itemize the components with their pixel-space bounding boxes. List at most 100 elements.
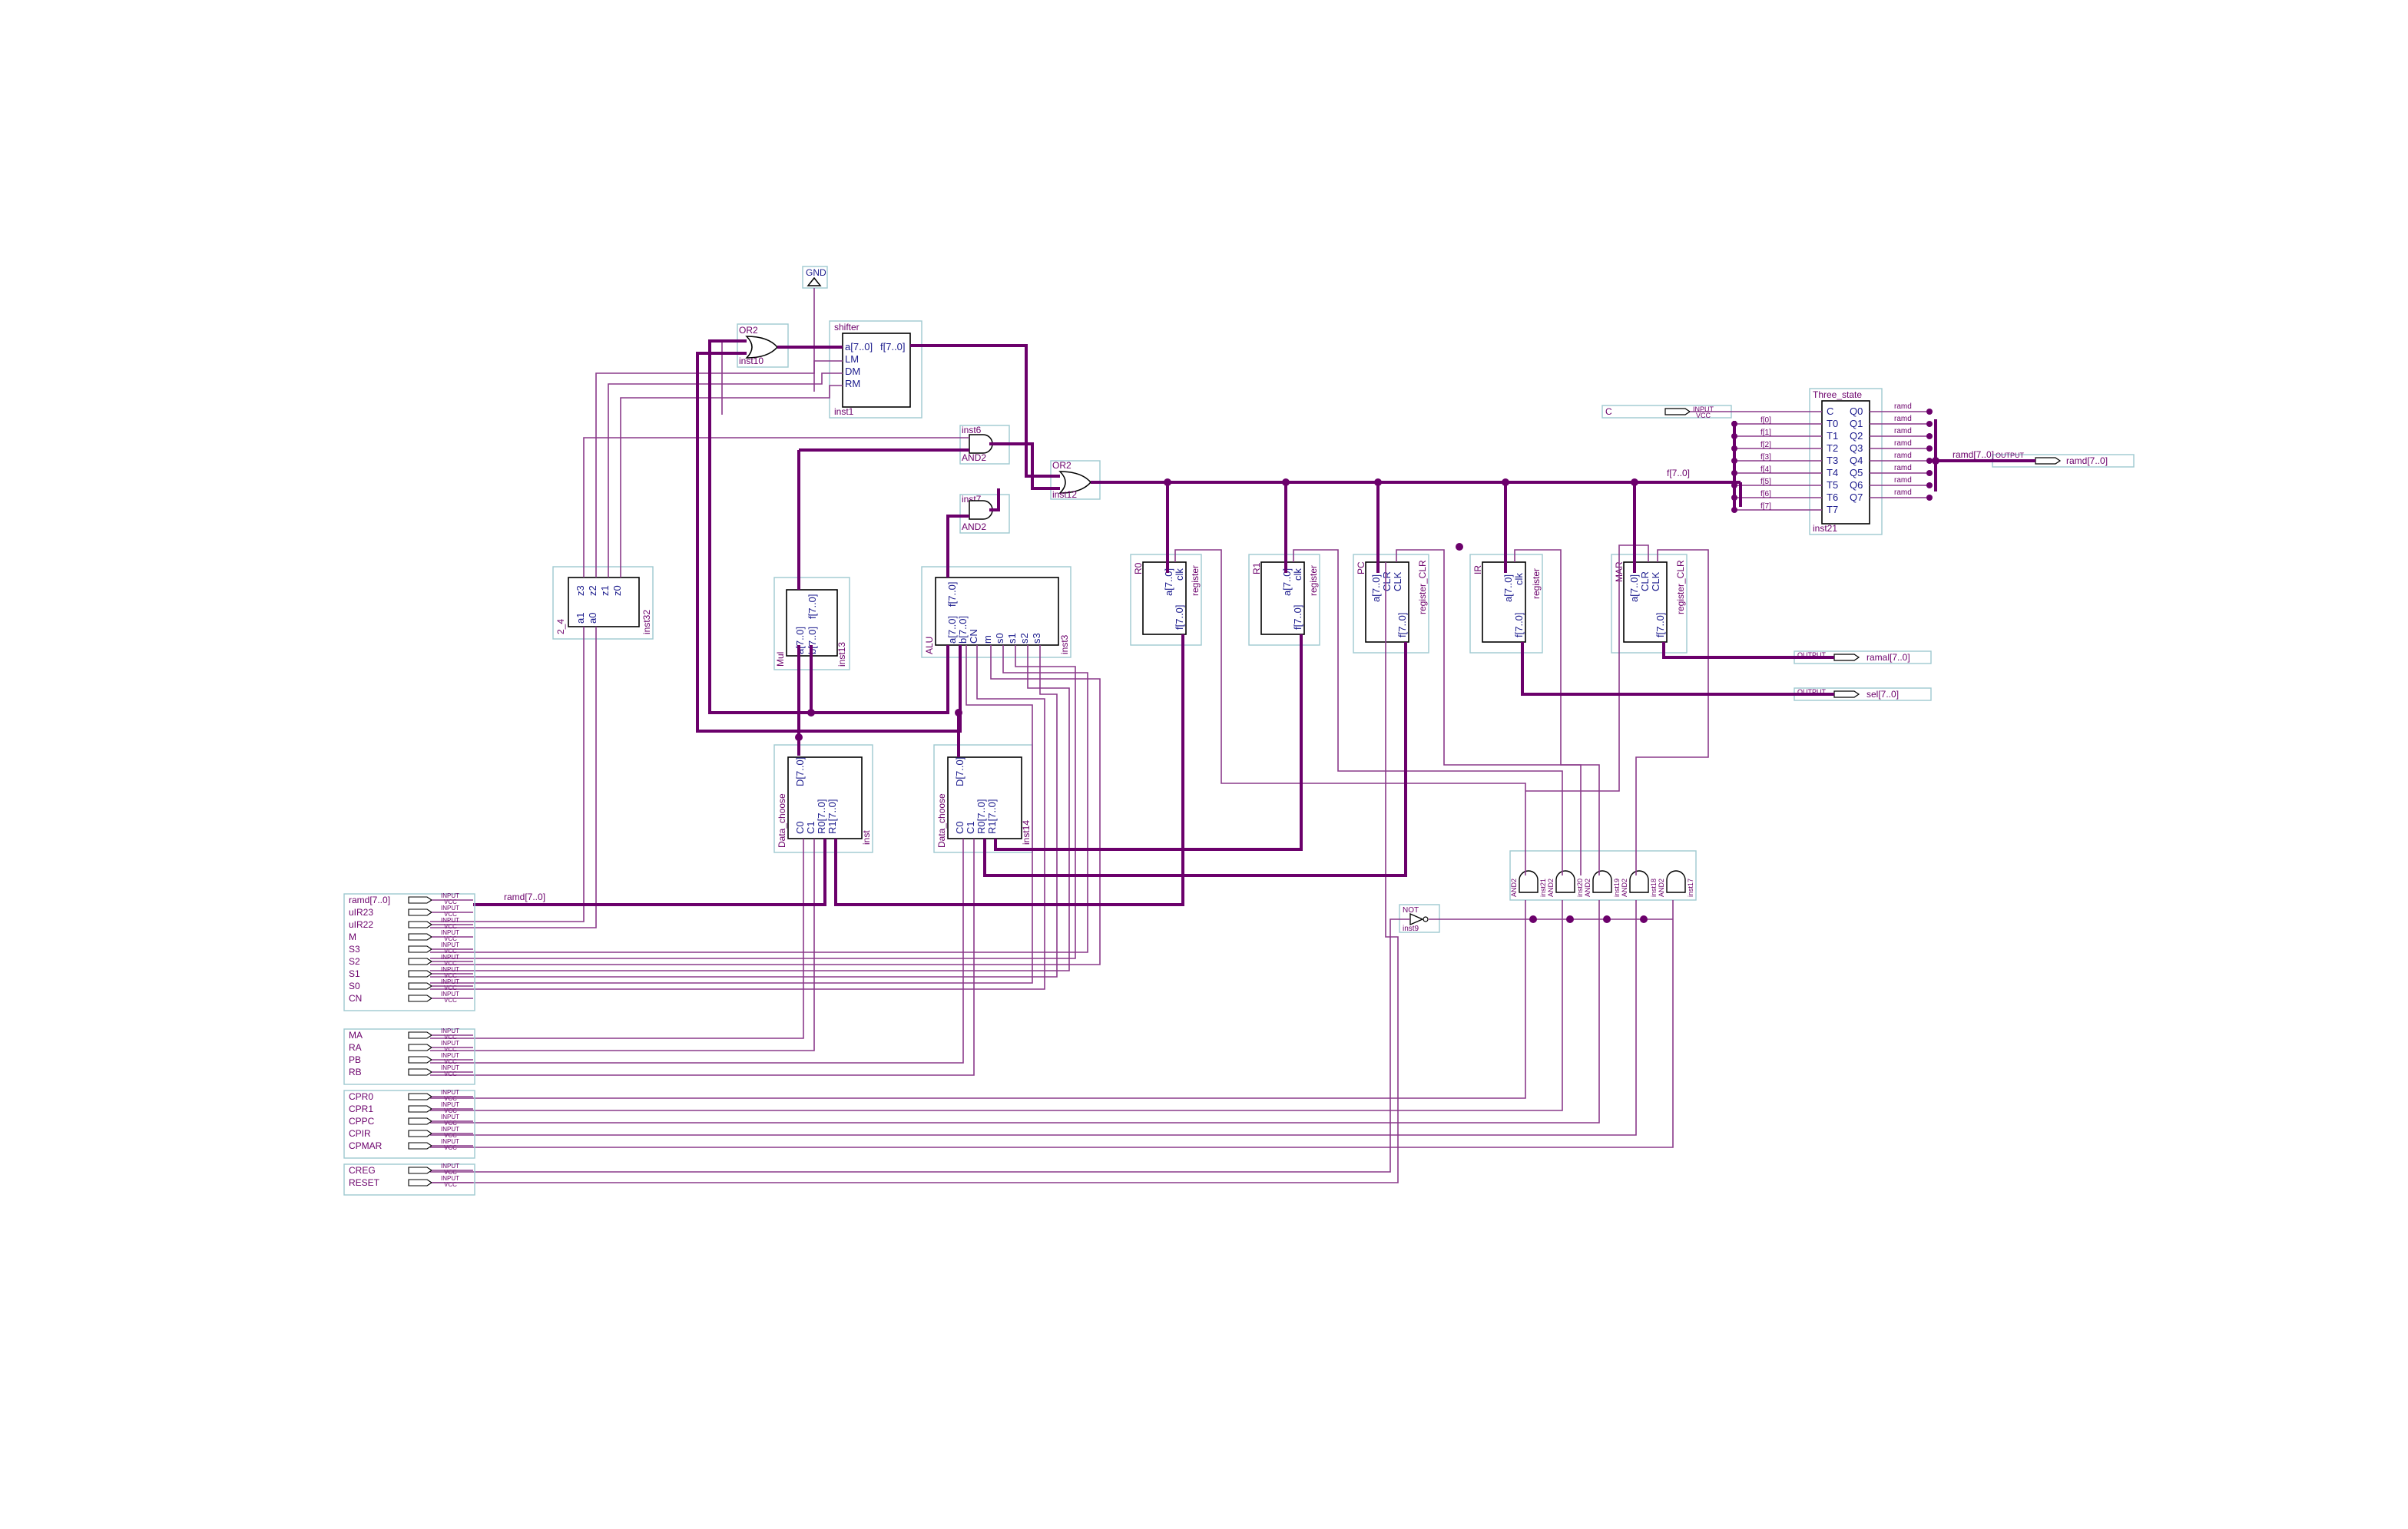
register-r0-type: register — [1190, 565, 1201, 596]
input-pin-vcc: VCC — [444, 1132, 457, 1139]
or-gate-2[interactable]: OR2 inst12 — [1050, 460, 1101, 500]
and-bank-gate-inst: inst17 — [1687, 879, 1694, 897]
register-r0[interactable]: R0 a[7..0] clk f[7..0] register — [1130, 554, 1202, 646]
three-state-t-label: f[6] — [1760, 490, 1771, 498]
c-input-pin[interactable]: C INPUT VCC — [1601, 405, 1822, 419]
register-ir-pin-clk: clk — [1513, 573, 1525, 585]
three-state-q-label: ramd — [1894, 452, 1912, 460]
or-gate-2-inst: inst12 — [1052, 489, 1077, 500]
register-pc[interactable]: PC a[7..0] CLR CLK f[7..0] register_CLR — [1353, 554, 1429, 654]
input-pin-tag: INPUT — [441, 991, 459, 998]
input-pin-tag: INPUT — [441, 1064, 459, 1071]
and-gate-2[interactable]: inst7 AND2 — [959, 494, 1010, 534]
input-pin-vcc: VCC — [444, 985, 457, 991]
input-pin-tag: INPUT — [441, 1126, 459, 1133]
decoder-inst: inst32 — [641, 610, 652, 634]
output-sel-name: sel[7..0] — [1866, 689, 1899, 700]
data-choose-2[interactable]: Data_choose C0 C1 R0[7..0] R1[7..0] D[7.… — [933, 744, 1033, 853]
decoder-pin-z0: z0 — [611, 585, 623, 596]
data-choose-2-name: Data_choose — [936, 793, 947, 848]
three-state-input-t1: T1 — [1827, 430, 1838, 442]
input-pin-name: CREG — [349, 1165, 376, 1176]
gnd-label: GND — [806, 267, 826, 278]
input-pin-name: CPR1 — [349, 1104, 373, 1114]
mul-name: Mul — [775, 652, 786, 667]
output-ramd[interactable]: OUTPUT ramd[7..0] ramd[7..0] — [1953, 449, 2135, 468]
three-state-input-t5: T5 — [1827, 479, 1838, 491]
alu-pin-s2: s2 — [1019, 633, 1030, 644]
not-gate[interactable]: NOT inst9 — [1399, 904, 1440, 933]
input-pin-tag: INPUT — [441, 978, 459, 985]
three-state-input-t2: T2 — [1827, 442, 1838, 454]
register-r0-pin-a: a[7..0] — [1163, 568, 1174, 596]
alu-pin-cn: CN — [968, 629, 979, 644]
alu-block[interactable]: ALU a[7..0] b[7..0] CN m s0 s1 s2 s3 f[7… — [921, 566, 1072, 658]
decoder-pin-z1: z1 — [599, 585, 611, 596]
three-state-title: Three_state — [1813, 389, 1862, 400]
three-state-q-label: ramd — [1894, 427, 1912, 435]
three-state-output-q4: Q4 — [1850, 455, 1863, 466]
input-pin-name: CPPC — [349, 1116, 375, 1127]
three-state-block[interactable]: Three_state inst21 CT0f[0]T1f[1]T2f[2]T3… — [1731, 388, 1933, 535]
output-sel-tag: OUTPUT — [1797, 688, 1827, 696]
input-pin-vcc: VCC — [444, 1120, 457, 1127]
register-r1-pin-a: a[7..0] — [1281, 568, 1293, 596]
register-ir[interactable]: IR a[7..0] clk f[7..0] register — [1469, 554, 1543, 654]
three-state-output-q5: Q5 — [1850, 467, 1863, 478]
junction-dot — [1932, 457, 1939, 465]
three-state-t-label: f[7] — [1760, 502, 1771, 511]
junction-dot — [1926, 433, 1933, 439]
and-gate-1[interactable]: inst6 AND2 — [959, 425, 1010, 465]
register-mar[interactable]: MAR a[7..0] CLR CLK f[7..0] register_CLR — [1611, 554, 1688, 654]
decoder-name: 2_4 — [555, 619, 566, 634]
and-bank-gate-inst: inst21 — [1539, 879, 1547, 897]
data-choose-2-pin-r1: R1[7..0] — [986, 799, 998, 834]
register-r1[interactable]: R1 a[7..0] clk f[7..0] register — [1248, 554, 1320, 646]
register-mar-pin-clr: CLR — [1639, 571, 1651, 591]
not-gate-name: NOT — [1403, 906, 1419, 915]
junction-dot — [1926, 409, 1933, 415]
shifter-pin-dm: DM — [845, 366, 860, 377]
shifter-block[interactable]: shifter a[7..0] f[7..0] LM DM RM inst1 — [829, 320, 922, 419]
input-pin-vcc: VCC — [444, 1144, 457, 1151]
input-pin-tag: INPUT — [441, 1114, 459, 1120]
data-choose-1[interactable]: Data_choose C0 C1 R0[7..0] R1[7..0] D[7.… — [773, 744, 873, 853]
input-pin-tag: INPUT — [441, 892, 459, 899]
register-ir-type: register — [1531, 568, 1542, 599]
decoder-2-4[interactable]: 2_4 z3 z2 z1 z0 a1 a0 inst32 — [552, 566, 654, 640]
data-choose-1-pin-r1: R1[7..0] — [826, 799, 838, 834]
input-pin-vcc: VCC — [444, 1046, 457, 1053]
register-mar-pin-clk: CLK — [1650, 571, 1661, 591]
junction-dot — [1502, 478, 1509, 486]
data-choose-2-pin-c1: C1 — [965, 821, 976, 834]
input-pin-name: S1 — [349, 968, 360, 979]
three-state-t-label: f[4] — [1760, 465, 1771, 474]
